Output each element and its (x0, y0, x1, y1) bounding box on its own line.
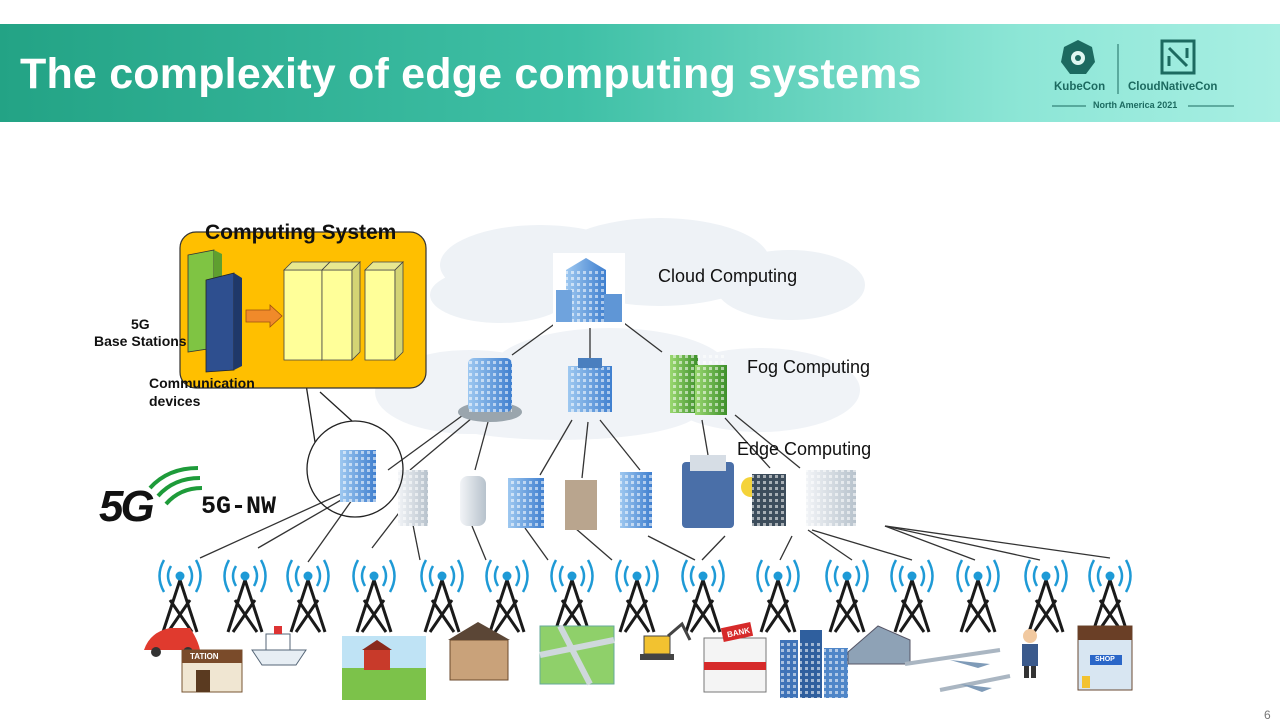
cell-tower-icon (825, 559, 869, 633)
cell-tower-icon (615, 559, 659, 633)
cell-towers (158, 559, 1132, 633)
fog-building-1 (458, 358, 522, 422)
5g-logo-text: 5G (99, 482, 155, 531)
kubecon-logo: KubeCon CloudNativeCon North America 202… (1048, 36, 1238, 114)
cell-tower-icon (420, 559, 464, 633)
computing-system-title: Computing System (205, 221, 397, 244)
cloud-datacenter-building (553, 253, 625, 328)
kubecon-text: KubeCon (1054, 81, 1106, 93)
page-number: 6 (1264, 708, 1271, 722)
5g-network-label: 5G-NW (201, 492, 277, 521)
cell-tower-icon (550, 559, 594, 633)
bank-icon (703, 622, 767, 693)
slide-title: The complexity of edge computing systems (20, 50, 922, 98)
fog-computing-label: Fog Computing (747, 357, 871, 377)
cell-tower-icon (352, 559, 396, 633)
train-station-icon (181, 649, 243, 693)
event-subtitle: North America 2021 (1093, 100, 1178, 110)
cell-tower-icon (1024, 559, 1068, 633)
edge-computing-label: Edge Computing (737, 439, 872, 459)
compute-units (283, 261, 404, 361)
cell-tower-icon (286, 559, 330, 633)
fog-building-3 (670, 355, 727, 415)
cell-tower-icon (681, 559, 725, 633)
town-map-icon (539, 624, 615, 686)
base-stations-label: 5G Base Stations (94, 316, 187, 349)
fog-building-2 (568, 358, 612, 412)
shop-sign: SHOP (1095, 656, 1115, 663)
ship-icon (251, 626, 307, 666)
cell-tower-icon (158, 559, 202, 633)
edge-buildings (340, 450, 856, 530)
cell-tower-icon (1088, 559, 1132, 633)
cell-tower-icon (223, 559, 267, 633)
city-skyline-icon (780, 630, 848, 698)
communication-devices-label: Communication devices (149, 375, 255, 409)
cloudnativecon-icon (1160, 39, 1196, 75)
cell-tower-icon (890, 559, 934, 633)
farm-icon (342, 636, 426, 700)
houses-icon (448, 622, 510, 681)
cell-tower-icon (485, 559, 529, 633)
cell-tower-icon (756, 559, 800, 633)
cloud-layer (430, 218, 865, 323)
cell-tower-icon (956, 559, 1000, 633)
cloud-computing-label: Cloud Computing (658, 266, 798, 286)
cloudnativecon-text: CloudNativeCon (1128, 81, 1218, 93)
person-icon (1022, 629, 1038, 678)
slide-header: The complexity of edge computing systems… (0, 24, 1280, 122)
factory-icon (847, 625, 911, 665)
excavator-icon (640, 621, 692, 660)
airport-icon (904, 648, 1011, 692)
5g-signal-icon (148, 466, 203, 506)
fog-layer (375, 328, 860, 440)
shop-icon (1077, 625, 1133, 691)
station-sign: TATION (190, 652, 219, 661)
kubernetes-helm-icon (1061, 40, 1095, 74)
zoom-circle (304, 377, 404, 518)
computing-system-inset (179, 231, 427, 389)
